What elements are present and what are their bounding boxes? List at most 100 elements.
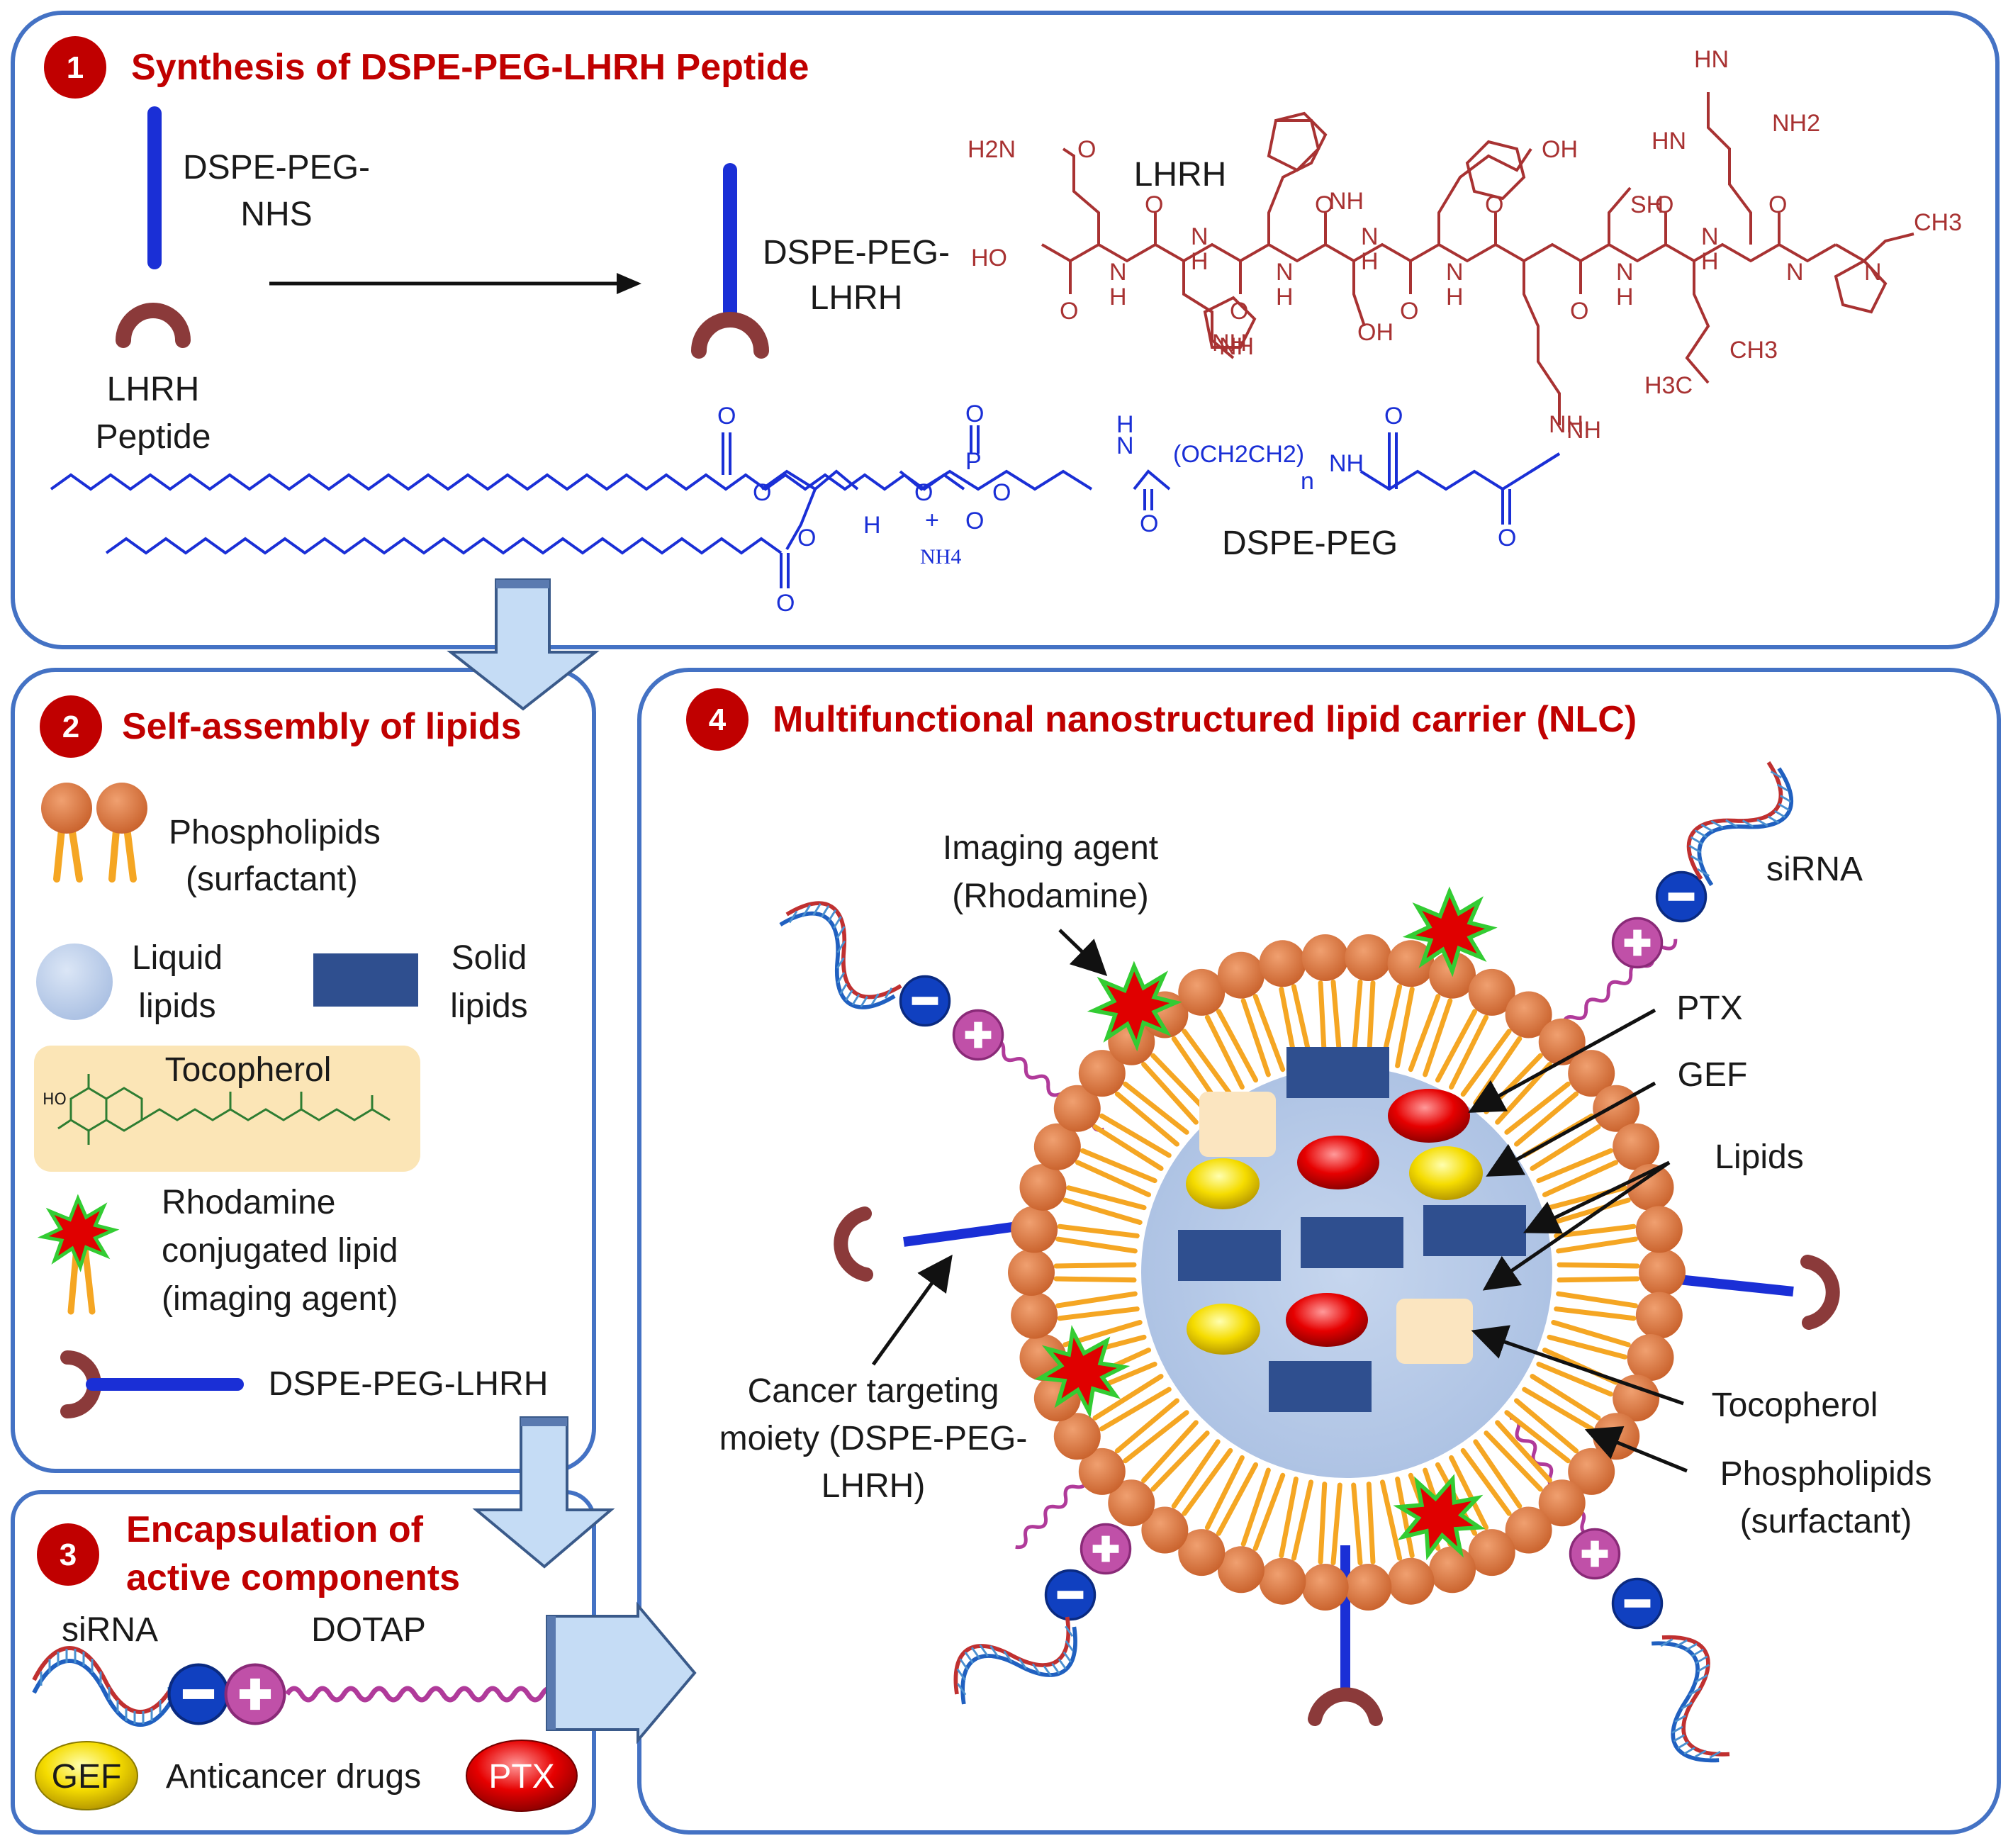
svg-text:N: N xyxy=(1109,259,1127,286)
phospholipid-tail xyxy=(1423,998,1453,1077)
phospholipid-tail xyxy=(1099,1113,1172,1158)
phospholipid-tail xyxy=(1473,1439,1523,1509)
phospholipid-tail xyxy=(1530,1374,1601,1421)
svg-text:O: O xyxy=(1498,525,1516,551)
nlc-gef-label: GEF xyxy=(1678,1056,1748,1094)
phospholipid-head xyxy=(1011,1206,1058,1253)
svg-text:O: O xyxy=(1060,298,1078,325)
nlc-ptx-label: PTX xyxy=(1676,990,1742,1027)
gef-particle xyxy=(1409,1146,1483,1200)
phospholipid-tail xyxy=(1522,1387,1595,1432)
cancer-targeting-label-line2: moiety (DSPE-PEG- xyxy=(719,1420,1028,1457)
phospholipid-tail xyxy=(1554,1223,1637,1238)
phospholipid-tail xyxy=(1514,1091,1579,1147)
phospholipid-tail xyxy=(1435,1009,1478,1083)
svg-text:O: O xyxy=(1145,191,1163,218)
svg-text:O: O xyxy=(753,479,771,506)
panel-nlc: 4 Multifunctional nanostructured lipid c… xyxy=(637,668,2001,1835)
lhrh-structure-label: LHRH xyxy=(1134,156,1227,194)
phospholipid-head xyxy=(1108,1479,1155,1527)
phospholipid-tail xyxy=(1171,1439,1221,1509)
panel2-number: 2 xyxy=(62,710,79,744)
svg-text:O: O xyxy=(797,525,816,551)
phospholipid-tail xyxy=(1141,1062,1199,1125)
svg-text:O: O xyxy=(1315,191,1333,218)
svg-text:NH2: NH2 xyxy=(1772,110,1820,137)
phospholipid-tail xyxy=(1449,1014,1489,1090)
dotap-plus-charge-icon xyxy=(226,1665,285,1724)
svg-text:NH: NH xyxy=(1219,333,1254,360)
phospholipid-head xyxy=(1008,1249,1055,1296)
svg-text:HN: HN xyxy=(1652,128,1686,155)
dspe-peg-structure-label: DSPE-PEG xyxy=(1222,525,1398,562)
svg-text:O: O xyxy=(1077,136,1096,163)
panel3-number: 3 xyxy=(60,1538,77,1572)
phospholipid-tail xyxy=(1530,1124,1601,1171)
phospholipid-head xyxy=(1635,1206,1683,1253)
dspe-peg-structure xyxy=(50,425,1561,588)
phospholipid-tail xyxy=(1252,994,1286,1073)
phospholipid-tail xyxy=(1395,1477,1415,1559)
phospholipid-tail xyxy=(1484,1430,1543,1492)
phospholipid-head xyxy=(1568,1447,1615,1495)
phospholipid-tail xyxy=(1379,1479,1403,1561)
phospholipid-tail xyxy=(1092,1374,1164,1421)
panel4-number-badge xyxy=(686,688,748,751)
phospholipid-head xyxy=(1345,934,1392,982)
reaction-arrow-head xyxy=(617,273,641,294)
svg-text:HO: HO xyxy=(971,245,1007,271)
lhrh-structure xyxy=(1041,92,1914,425)
flow-arrow-1-to-2 xyxy=(447,578,600,711)
phospholipid-head xyxy=(1505,991,1552,1038)
phospholipid-tail xyxy=(1556,1291,1638,1309)
svg-text:H3C: H3C xyxy=(1644,372,1693,399)
phospholipid-tail xyxy=(1150,1430,1210,1492)
phospholipid-tail xyxy=(1504,1410,1571,1464)
panel1-number: 1 xyxy=(67,50,84,85)
svg-text:O: O xyxy=(1570,298,1588,325)
phospholipid-tail xyxy=(1182,1447,1233,1516)
panel4-title: Multifunctional nanostructured lipid car… xyxy=(773,699,1637,740)
phospholipid-head xyxy=(1078,1447,1126,1495)
phospholipid-head xyxy=(1613,1123,1660,1170)
panel3-number-badge xyxy=(37,1523,99,1586)
lhrh-atoms: H2N O HO O N H NH O N H O NH O N H OH N … xyxy=(968,46,1962,444)
panel1-number-badge xyxy=(44,36,106,99)
dotap-label: DOTAP xyxy=(311,1611,426,1649)
svg-text:H: H xyxy=(1616,284,1634,310)
phospholipid-tail xyxy=(1557,1276,1640,1283)
phospholipid-head xyxy=(1613,1374,1660,1422)
tocopherol-block xyxy=(1199,1092,1276,1157)
phospholipid-tail xyxy=(1062,1197,1143,1225)
rhodamine-label-line1: Rhodamine xyxy=(162,1184,335,1221)
phospholipid-tail xyxy=(1536,1361,1613,1397)
phospholipid-head xyxy=(1259,1557,1306,1605)
phospholipid-head xyxy=(1011,1292,1058,1339)
phospholipid-tail xyxy=(1536,1148,1613,1184)
svg-text:OH: OH xyxy=(1542,136,1578,163)
svg-text:O: O xyxy=(914,479,933,506)
right-lhrh-cup xyxy=(1800,1255,1840,1330)
phospholipid-head xyxy=(1505,1506,1552,1554)
phospholipids-label-line1: Phospholipids xyxy=(169,814,381,851)
svg-text:H: H xyxy=(1191,248,1209,275)
lhrh-peptide-label-line1: LHRH xyxy=(107,371,200,408)
panel2-title: Self-assembly of lipids xyxy=(122,706,522,747)
phospholipid-tail xyxy=(1460,1447,1512,1516)
svg-text:H2N: H2N xyxy=(968,136,1016,163)
panel1-title: Synthesis of DSPE-PEG-LHRH Peptide xyxy=(131,47,809,88)
phospholipid-tail xyxy=(1449,1455,1489,1530)
nlc-lipids-label: Lipids xyxy=(1715,1138,1803,1176)
phospholipid-head xyxy=(1568,1050,1615,1097)
svg-text:N: N xyxy=(1116,432,1134,459)
phospholipid-pair-icon xyxy=(41,783,147,883)
cancer-targeting-label-line3: LHRH) xyxy=(822,1467,926,1505)
svg-text:O: O xyxy=(1230,298,1248,325)
svg-text:O: O xyxy=(1768,191,1787,218)
solid-lipids-label-line2: lipids xyxy=(450,987,527,1025)
panel-synthesis: 1 Synthesis of DSPE-PEG-LHRH Peptide DSP… xyxy=(11,11,2000,649)
ptx-label: PTX xyxy=(488,1758,554,1796)
phospholipid-head xyxy=(1429,1546,1476,1594)
svg-text:NH: NH xyxy=(1329,450,1364,477)
solid-lipid-block xyxy=(1423,1205,1526,1256)
